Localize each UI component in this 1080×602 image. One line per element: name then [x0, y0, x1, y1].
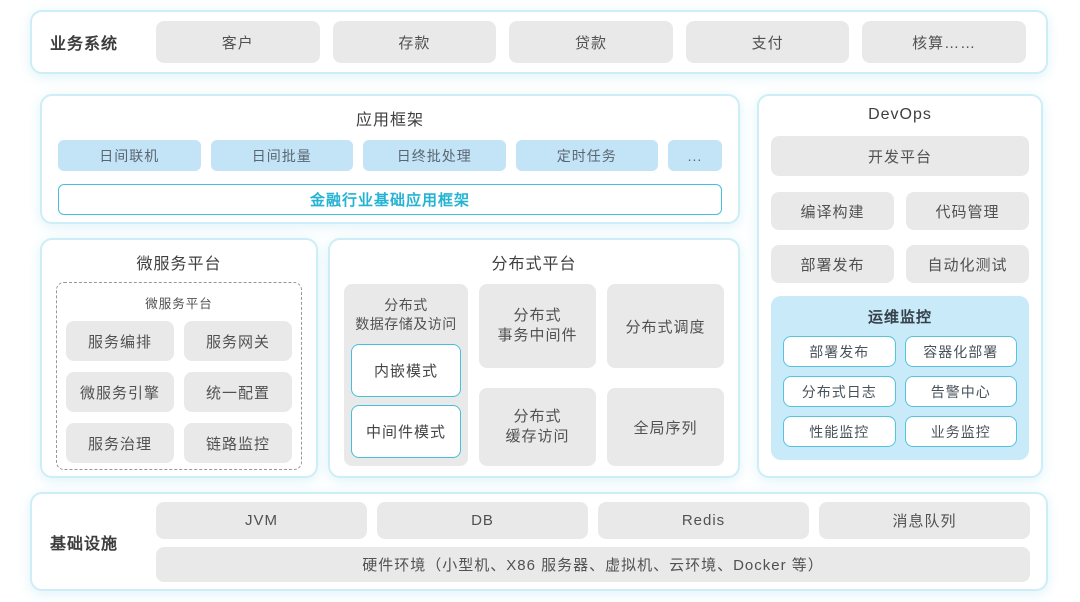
distributed-storage-group: 分布式 数据存储及访问 内嵌模式 中间件模式	[344, 284, 468, 466]
devops-tool-box: 编译构建	[771, 192, 894, 230]
infrastructure-row: JVM DB Redis 消息队列	[156, 501, 1030, 539]
infrastructure-label: 基础设施	[50, 535, 119, 553]
storage-mode-box: 中间件模式	[351, 404, 461, 458]
framework-module-ellipsis-box: ...	[668, 140, 722, 171]
app-framework-panel: 应用框架 日间联机 日间批量 日终批处理 定时任务 ... 金融行业基础应用框架	[40, 94, 740, 224]
business-system-box: 核算……	[862, 21, 1026, 63]
dev-platform-box: 开发平台	[771, 136, 1029, 176]
infra-item-box: Redis	[598, 501, 809, 539]
monitor-item-box: 业务监控	[904, 416, 1017, 447]
monitor-item-box: 部署发布	[783, 336, 896, 367]
distributed-item-box: 分布式 事务中间件	[479, 284, 596, 368]
infra-item-box: JVM	[156, 501, 367, 539]
microservices-title: 微服务平台	[136, 256, 222, 273]
monitor-item-box: 告警中心	[904, 376, 1017, 407]
devops-panel: DevOps 开发平台 编译构建 代码管理 部署发布 自动化测试 运维监控 部署…	[757, 94, 1043, 478]
distributed-item-box: 全局序列	[607, 388, 724, 466]
business-system-box: 支付	[685, 21, 850, 63]
devops-tools-grid: 编译构建 代码管理 部署发布 自动化测试	[771, 192, 1029, 283]
monitor-item-box: 性能监控	[783, 416, 896, 447]
monitor-item-box: 容器化部署	[904, 336, 1017, 367]
microservice-item-box: 服务治理	[66, 423, 174, 463]
microservice-item-box: 微服务引擎	[66, 372, 174, 412]
microservices-panel: 微服务平台 微服务平台 服务编排 服务网关 微服务引擎 统一配置 服务治理 链路…	[40, 238, 318, 478]
framework-module-box: 日间批量	[210, 140, 353, 171]
microservice-item-box: 链路监控	[184, 423, 292, 463]
framework-modules-row: 日间联机 日间批量 日终批处理 定时任务 ...	[58, 140, 722, 171]
distributed-item-box: 分布式调度	[607, 284, 724, 368]
microservice-item-box: 统一配置	[184, 372, 292, 412]
devops-tool-box: 代码管理	[906, 192, 1029, 230]
hardware-env-box: 硬件环境（小型机、X86 服务器、虚拟机、云环境、Docker 等）	[156, 546, 1030, 582]
business-system-box: 客户	[156, 21, 320, 63]
microservices-inner-group: 微服务平台 服务编排 服务网关 微服务引擎 统一配置 服务治理 链路监控	[56, 282, 302, 470]
distributed-title: 分布式平台	[491, 256, 577, 273]
infra-item-box: DB	[377, 501, 588, 539]
devops-tool-box: 自动化测试	[906, 245, 1029, 283]
infrastructure-panel: 基础设施 JVM DB Redis 消息队列 硬件环境（小型机、X86 服务器、…	[30, 492, 1048, 591]
monitor-item-box: 分布式日志	[783, 376, 896, 407]
microservices-inner-title: 微服务平台	[145, 297, 213, 311]
ops-monitoring-grid: 部署发布 容器化部署 分布式日志 告警中心 性能监控 业务监控	[783, 336, 1017, 447]
business-systems-panel: 业务系统 客户 存款 贷款 支付 核算……	[30, 10, 1048, 74]
infra-item-box: 消息队列	[819, 501, 1030, 539]
base-framework-box: 金融行业基础应用框架	[58, 184, 722, 215]
framework-module-box: 日间联机	[58, 140, 201, 171]
devops-tool-box: 部署发布	[771, 245, 894, 283]
infrastructure-stack: JVM DB Redis 消息队列 硬件环境（小型机、X86 服务器、虚拟机、云…	[156, 501, 1030, 582]
distributed-grid: 分布式 数据存储及访问 内嵌模式 中间件模式 分布式 事务中间件 分布式调度 分…	[344, 284, 724, 466]
framework-module-box: 定时任务	[515, 140, 658, 171]
distributed-item-box: 分布式 缓存访问	[479, 388, 596, 466]
storage-modes: 内嵌模式 中间件模式	[351, 343, 461, 458]
microservice-item-box: 服务编排	[66, 321, 174, 361]
business-systems-label: 业务系统	[50, 36, 119, 53]
distributed-panel: 分布式平台 分布式 数据存储及访问 内嵌模式 中间件模式 分布式 事务中间件 分…	[328, 238, 740, 478]
storage-mode-box: 内嵌模式	[351, 343, 461, 397]
microservice-item-box: 服务网关	[184, 321, 292, 361]
app-framework-title: 应用框架	[355, 112, 424, 129]
framework-module-box: 日终批处理	[363, 140, 506, 171]
business-system-box: 贷款	[509, 21, 673, 63]
distributed-storage-label: 分布式 数据存储及访问	[355, 297, 457, 332]
ops-monitoring-title: 运维监控	[867, 309, 932, 326]
microservices-grid: 服务编排 服务网关 微服务引擎 统一配置 服务治理 链路监控	[66, 321, 292, 463]
business-system-box: 存款	[332, 21, 497, 63]
devops-title: DevOps	[868, 106, 932, 123]
ops-monitoring-group: 运维监控 部署发布 容器化部署 分布式日志 告警中心 性能监控 业务监控	[771, 296, 1029, 460]
